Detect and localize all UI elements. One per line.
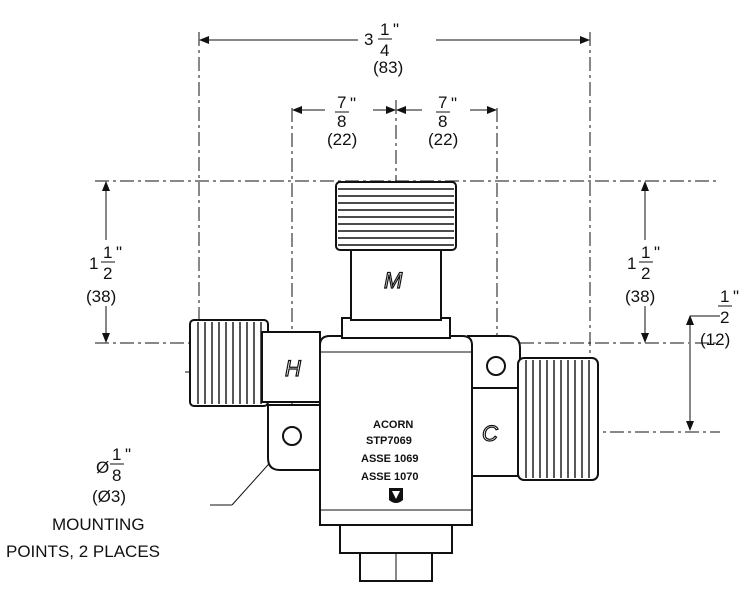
mounting-hole-num: 1 [112,445,121,464]
overall-width-unit: " [393,20,399,39]
top-port-threads [338,188,454,246]
right-height-unit: " [654,243,660,262]
right-offset-den: 8 [438,112,447,131]
right-offset-metric-small: (12) [700,330,730,349]
left-mounting-hole [282,426,302,446]
top-offset-dimensions: 7 8 " (22) 7 8 " (22) [292,92,497,150]
marking-line-2: STP7069 [366,435,412,447]
right-port-threads [525,360,590,478]
mounting-hole-callout: Ø 1 8 " (Ø3) MOUNTING POINTS, 2 PLACES [6,436,294,561]
right-height-num: 1 [641,243,650,262]
right-height-dimension: 1 1 2 " (38) [620,181,672,343]
right-offset-den-small: 2 [720,308,729,327]
valve-body: M H C ACORN STP7069 ASSE 1069 ASSE 1070 [189,181,599,582]
left-height-metric: (38) [86,287,116,306]
cold-port-label: C [482,421,498,446]
overall-width-num: 1 [380,20,389,39]
marking-line-3: ASSE 1069 [361,453,418,465]
mounting-hole-prefix: Ø [96,458,109,477]
right-offset-unit-small: " [733,287,739,306]
overall-width-dimension: 3 1 4 " (83) [199,14,590,77]
right-offset-metric: (22) [428,130,458,149]
left-height-dimension: 1 1 2 " (38) [82,181,134,343]
left-offset-unit: " [350,94,356,113]
right-height-metric: (38) [625,287,655,306]
left-offset-den: 8 [337,112,346,131]
hot-port-label: H [285,356,301,381]
marking-line-4: ASSE 1070 [361,471,418,483]
certification-logo-icon [389,488,403,503]
left-offset-metric: (22) [327,130,357,149]
left-height-den: 2 [103,264,112,283]
mounting-hole-den: 8 [112,466,121,485]
left-height-whole: 1 [89,254,98,273]
left-height-num: 1 [103,243,112,262]
overall-width-den: 4 [380,41,389,60]
left-height-unit: " [116,243,122,262]
right-height-whole: 1 [627,254,636,273]
left-port-threads [197,322,262,404]
mixed-port-label: M [384,268,403,293]
right-offset-dimension: 1 2 " (12) [686,287,739,431]
overall-width-whole: 3 [364,30,373,49]
right-height-den: 2 [641,264,650,283]
left-offset-num: 7 [337,93,346,112]
note-line-2: POINTS, 2 PLACES [6,542,160,561]
marking-line-1: ACORN [373,419,413,431]
overall-width-metric: (83) [373,58,403,77]
mounting-hole-unit: " [125,445,131,464]
right-offset-num: 7 [438,93,447,112]
right-mounting-hole [486,356,506,376]
mounting-hole-metric: (Ø3) [92,487,126,506]
right-offset-num-small: 1 [720,287,729,306]
right-offset-unit: " [451,94,457,113]
note-line-1: MOUNTING [52,515,145,534]
